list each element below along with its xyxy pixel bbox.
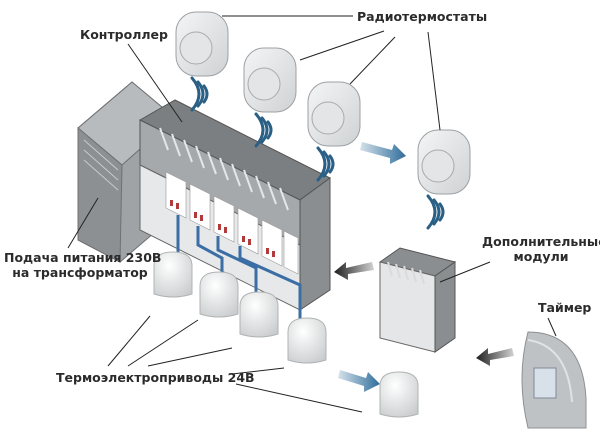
leader-lines [67, 15, 557, 413]
label-power-supply-line1: Подача питания 230В [4, 250, 162, 265]
label-power-supply-line2: на трансформатор [12, 265, 148, 280]
actuator [199, 271, 239, 318]
label-additional-modules-line2: модули [513, 249, 569, 264]
arrow-left-icon [334, 262, 374, 280]
arrow-left-icon [476, 348, 514, 366]
actuator-wires [176, 215, 302, 325]
label-radio-thermostats: Радиотермостаты [357, 9, 488, 24]
label-additional-modules: Дополнительные модули [482, 234, 600, 264]
timer [521, 331, 587, 429]
radio-thermostat [417, 129, 471, 195]
label-actuators: Термоэлектроприводы 24В [56, 370, 255, 385]
arrow-right-icon [360, 142, 406, 164]
actuator [153, 251, 193, 298]
radio-wave-icon [190, 76, 209, 112]
actuator [287, 317, 327, 364]
label-timer: Таймер [538, 300, 592, 315]
actuator [379, 371, 419, 418]
arrow-right-icon [338, 370, 380, 392]
radio-wave-icon [426, 194, 445, 230]
label-controller: Контроллер [80, 27, 168, 42]
radio-thermostat [243, 47, 297, 113]
label-additional-modules-line1: Дополнительные [482, 234, 600, 249]
label-power-supply: Подача питания 230В на трансформатор [4, 250, 162, 280]
radio-thermostat [307, 81, 361, 147]
actuator [239, 291, 279, 338]
radio-wave-icon [316, 146, 335, 182]
radio-wave-icon [254, 112, 273, 148]
radio-thermostat [175, 11, 229, 77]
additional-module [378, 247, 457, 353]
controller [138, 99, 331, 311]
